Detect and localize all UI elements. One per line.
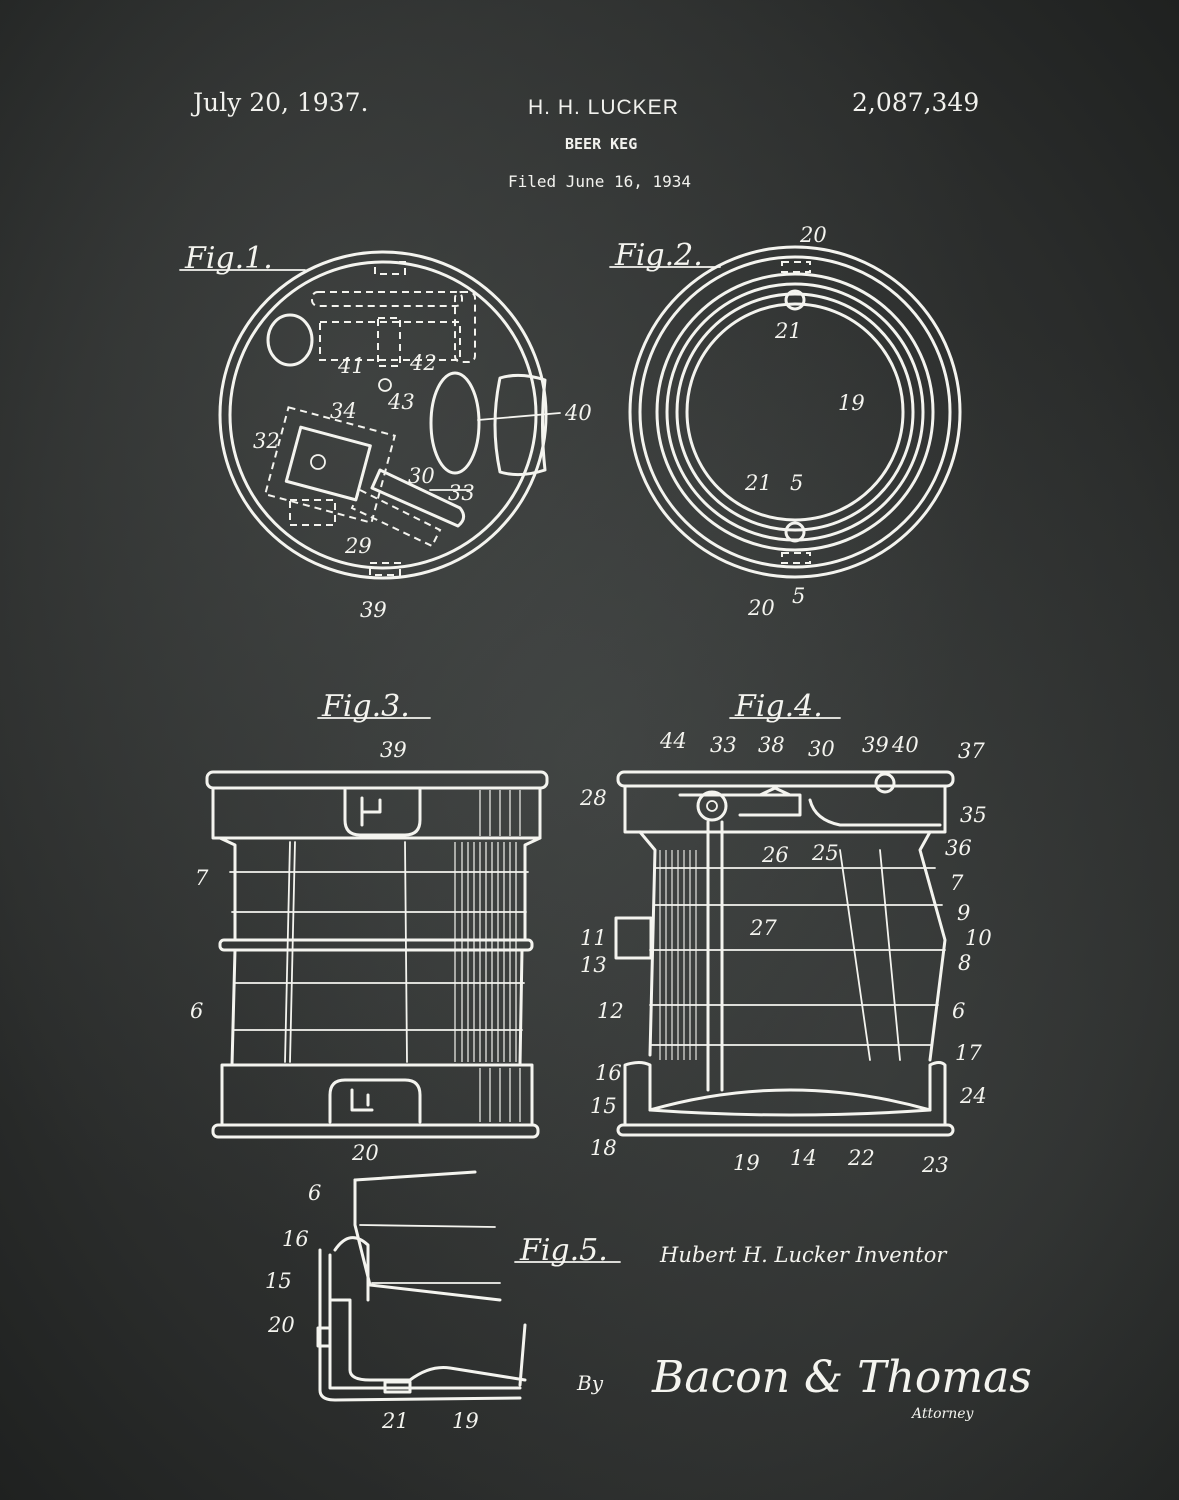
fig2-label-21-top: 21 <box>774 319 802 343</box>
fig4-label-8: 8 <box>958 951 971 975</box>
fig4-label-19: 19 <box>733 1151 760 1175</box>
figure-3: Fig.3. <box>190 689 549 1165</box>
fig2-label-19: 19 <box>838 391 865 415</box>
fig4-label-24: 24 <box>959 1084 987 1108</box>
fig4-label-13: 13 <box>580 953 607 977</box>
fig5-label-20: 20 <box>267 1313 295 1337</box>
fig4-label-17: 17 <box>955 1041 982 1065</box>
fig3-label-20: 20 <box>351 1141 379 1165</box>
fig4-label-40: 40 <box>891 733 919 757</box>
fig1-label-34: 34 <box>330 399 357 423</box>
fig1-label-43: 43 <box>387 390 415 414</box>
figure-4: Fig.4. <box>579 689 992 1177</box>
fig4-label-37: 37 <box>958 739 985 763</box>
inventor-signature: Hubert H. Lucker Inventor <box>659 1243 948 1267</box>
fig4-label-6: 6 <box>952 999 965 1023</box>
fig4-label-44: 44 <box>659 729 687 753</box>
filed-date: Filed June 16, 1934 <box>508 172 692 191</box>
figure-5: Fig.5. 6 16 15 20 21 19 <box>265 1170 621 1433</box>
fig3-label-6: 6 <box>190 999 203 1023</box>
fig1-label-42: 42 <box>409 351 437 375</box>
fig2-label-20-top: 20 <box>799 223 827 247</box>
fig5-label-15: 15 <box>265 1269 292 1293</box>
fig4-label-9: 9 <box>957 901 970 925</box>
patent-date: July 20, 1937. <box>193 88 369 117</box>
signature-block: Hubert H. Lucker Inventor By Bacon & Tho… <box>576 1243 1032 1422</box>
fig4-label-27: 27 <box>749 916 777 940</box>
fig4-label-26: 26 <box>761 843 789 867</box>
fig1-label-33: 33 <box>448 481 475 505</box>
fig4-label-25: 25 <box>811 841 839 865</box>
attorney-signature: Bacon & Thomas <box>651 1352 1032 1403</box>
fig4-label-23: 23 <box>921 1153 949 1177</box>
fig1-label-39: 39 <box>360 598 387 622</box>
fig5-label-6: 6 <box>308 1181 321 1205</box>
fig4-label-22: 22 <box>847 1146 875 1170</box>
fig4-label-28: 28 <box>579 786 607 810</box>
fig4-label-18: 18 <box>590 1136 617 1160</box>
fig1-label-40: 40 <box>564 401 592 425</box>
attorney-label: Attorney <box>910 1406 975 1422</box>
fig4-label-14: 14 <box>790 1146 817 1170</box>
fig4-label-30: 30 <box>808 737 835 761</box>
fig4-label-39: 39 <box>862 733 889 757</box>
fig5-label-16: 16 <box>282 1227 309 1251</box>
fig1-label-32: 32 <box>253 429 280 453</box>
fig1-label-41: 41 <box>337 354 365 378</box>
fig2-label-5-bottom: 5 <box>792 584 805 608</box>
inventor-name: H. H. LUCKER <box>528 96 679 119</box>
fig4-label-12: 12 <box>597 999 624 1023</box>
fig5-label-19: 19 <box>452 1409 479 1433</box>
fig1-label-30: 30 <box>408 464 435 488</box>
figure-2: Fig.2. 20 21 19 21 5 5 20 <box>609 223 962 620</box>
fig2-label-5-top: 5 <box>790 471 803 495</box>
fig4-label-15: 15 <box>590 1094 617 1118</box>
figure-1: Fig.1. 41 42 43 40 34 <box>179 241 592 622</box>
fig4-label-35: 35 <box>960 803 987 827</box>
fig4-label-11: 11 <box>580 926 607 950</box>
fig4-label-16: 16 <box>595 1061 622 1085</box>
patent-number: 2,087,349 <box>852 88 980 117</box>
fig2-label-21-bottom: 21 <box>744 471 772 495</box>
fig4-label-7: 7 <box>950 871 964 895</box>
fig3-label-39: 39 <box>380 738 407 762</box>
fig4-label-38: 38 <box>758 733 785 757</box>
by-label: By <box>576 1371 604 1395</box>
fig3-label-7: 7 <box>195 866 209 890</box>
fig4-label-10: 10 <box>965 926 992 950</box>
fig4-label-33: 33 <box>710 733 737 757</box>
fig4-label-36: 36 <box>945 836 972 860</box>
fig2-label-20-bottom: 20 <box>747 596 775 620</box>
fig5-label-21: 21 <box>381 1409 409 1433</box>
fig1-label-29: 29 <box>344 534 372 558</box>
patent-title: BEER KEG <box>565 135 638 153</box>
